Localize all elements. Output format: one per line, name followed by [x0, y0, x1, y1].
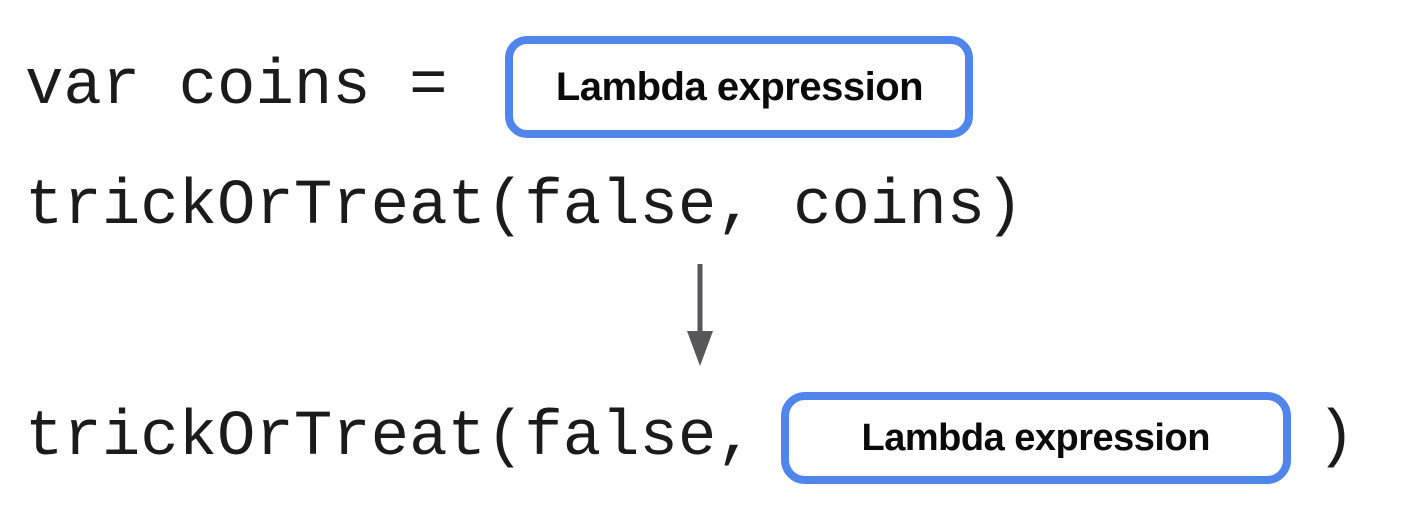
code-text-closing-paren: ): [1316, 402, 1356, 474]
code-line-call-with-lambda: trickOrTreat(false, Lambda expression ): [25, 392, 1355, 484]
lambda-expression-label: Lambda expression: [861, 416, 1211, 459]
code-line-var-declaration: var coins = Lambda expression: [25, 36, 974, 138]
lambda-expression-placeholder-box: Lambda expression: [505, 36, 974, 138]
down-arrow-icon: [686, 263, 714, 367]
code-text-trickortreat-open: trickOrTreat(false,: [25, 402, 755, 474]
lambda-expression-placeholder-box: Lambda expression: [780, 392, 1291, 484]
code-text-var-coins: var coins =: [25, 51, 448, 123]
code-line-call-with-coins: trickOrTreat(false, coins): [25, 174, 1024, 240]
code-text-trickortreat-coins: trickOrTreat(false, coins): [25, 171, 1024, 243]
lambda-expression-label: Lambda expression: [555, 64, 924, 109]
